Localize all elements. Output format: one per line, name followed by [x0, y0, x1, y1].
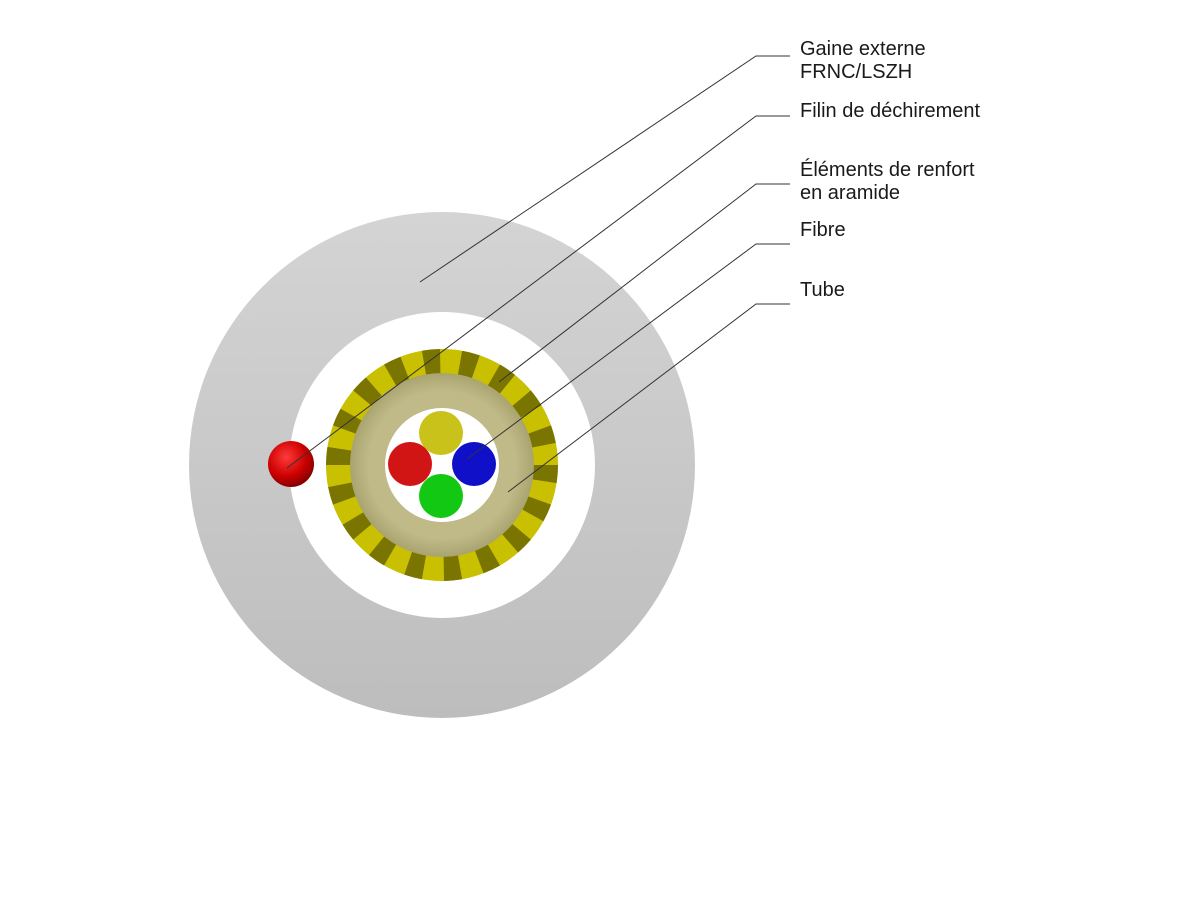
ripcord — [268, 441, 314, 487]
leader-fibre — [466, 243, 790, 460]
fibre-blue — [452, 442, 496, 486]
leader-ripcord — [286, 115, 790, 469]
leader-outer-sheath — [419, 55, 790, 283]
label-ripcord: Filin de déchirement — [800, 100, 981, 122]
aramid-stripe — [368, 534, 397, 566]
aramid-stripe — [353, 377, 383, 408]
aramid-stripe — [510, 390, 542, 419]
tube-bore — [385, 408, 499, 522]
label-aramid-line1: Éléments de renfort — [800, 158, 975, 181]
aramid-stripe — [328, 482, 358, 505]
leader-aramid — [498, 183, 790, 383]
aramid-stripe — [384, 356, 410, 388]
label-tube: Tube — [800, 279, 845, 301]
label-outer-sheath-line1: Gaine externe — [800, 38, 926, 60]
aramid-stripe — [457, 350, 480, 380]
aramid-stripe — [342, 511, 374, 540]
aramid-stripe — [326, 446, 354, 465]
aramid-stripe — [526, 425, 556, 448]
leader-lines — [286, 55, 790, 493]
label-fibre: Fibre — [800, 219, 846, 241]
labels: Gaine externe FRNC/LSZH Filin de déchire… — [800, 38, 981, 301]
fibres — [388, 411, 496, 518]
aramid-stripe — [487, 364, 516, 396]
aramid-stripe — [443, 553, 463, 581]
label-outer-sheath-line2: FRNC/LSZH — [800, 61, 912, 83]
fibre-green — [419, 474, 463, 518]
fibre-red — [388, 442, 432, 486]
aramid-stripe — [474, 542, 500, 574]
aramid-stripe — [404, 550, 427, 580]
fibre-yellow — [419, 411, 463, 455]
aramid-stripe — [520, 495, 552, 522]
label-aramid-line2: en aramide — [800, 182, 900, 204]
aramid-stripe — [501, 522, 531, 553]
leader-tube — [507, 303, 790, 493]
